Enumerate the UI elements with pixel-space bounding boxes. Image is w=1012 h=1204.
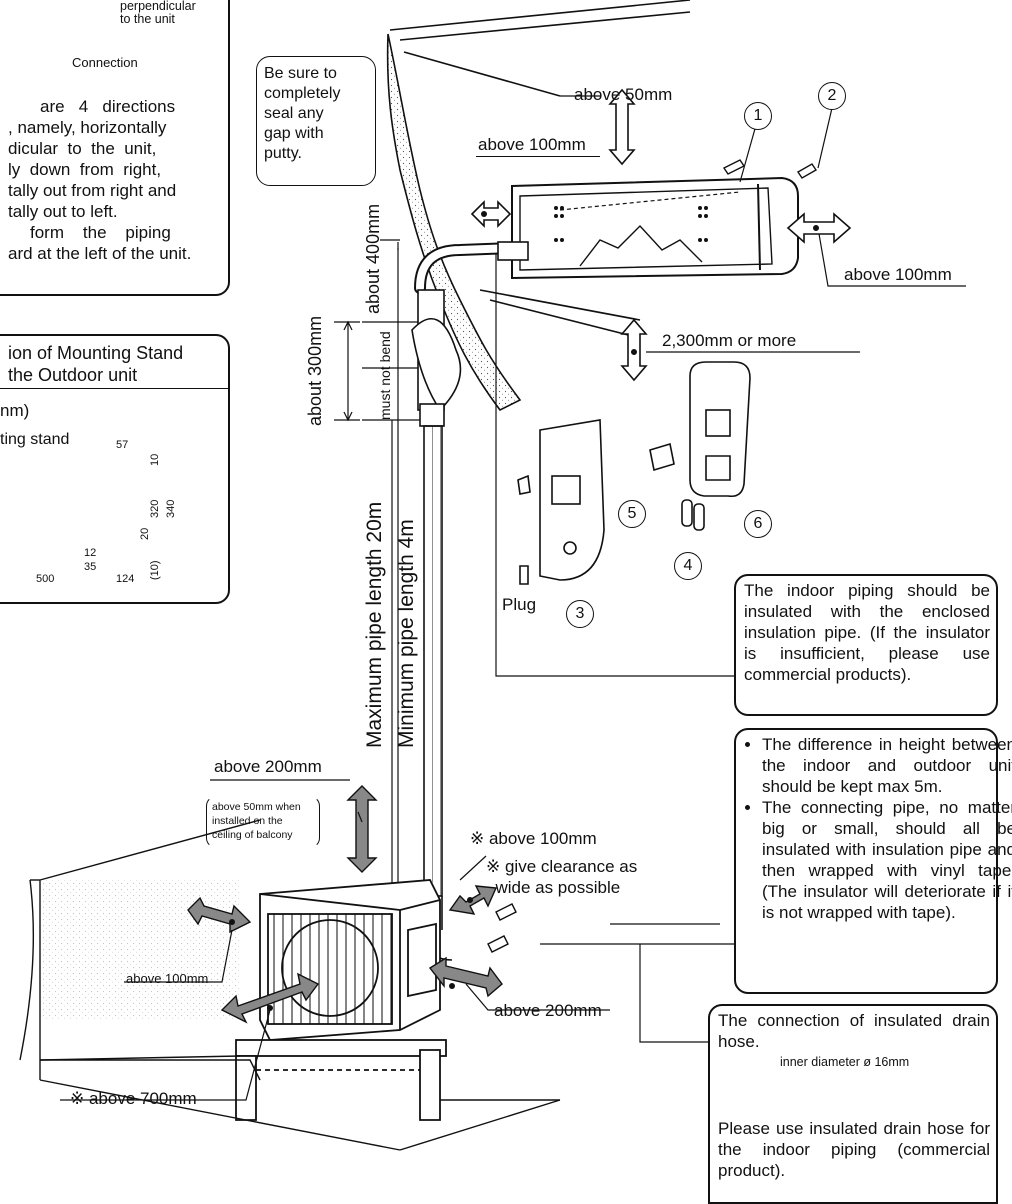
- note-height-difference: The difference in height between the ind…: [762, 734, 1012, 797]
- part-number-5: 5: [618, 500, 646, 528]
- outdoor-top-label: above 200mm: [214, 757, 322, 776]
- outdoor-right-label: ※ above 100mm: [470, 829, 597, 848]
- outdoor-wide-label: ※ give clearance as wide as possible: [486, 857, 638, 897]
- dim-10: 10: [149, 453, 161, 466]
- insulation-note: The indoor piping should be insulated wi…: [744, 581, 990, 684]
- mounting-stand-title: ion of Mounting Stand: [8, 343, 184, 363]
- wall: [386, 0, 691, 412]
- seal-note-box: [256, 56, 376, 186]
- mounting-stand-panel: [0, 334, 230, 604]
- insulation-note-box: [734, 574, 998, 716]
- dim-35: 35: [84, 561, 97, 573]
- about-300-label: about 300mm: [305, 315, 325, 426]
- note-connecting-pipe: The connecting pipe, no matter big or sm…: [762, 797, 1012, 923]
- balcony: [19, 819, 561, 1151]
- height-note-box: [734, 728, 998, 994]
- mounting-stand-unit: nm): [0, 401, 30, 420]
- outdoor-balcony-label: above 50mm when installed on the ceiling…: [212, 801, 301, 841]
- drain-note-title: The connection of insulated drain hose.: [718, 1011, 990, 1051]
- mounting-stand-subtitle: the Outdoor unit: [8, 365, 138, 385]
- directions-panel: [0, 0, 230, 296]
- clearance-right-label: above 100mm: [844, 265, 952, 284]
- piping: [411, 241, 529, 961]
- drain-note-body: Please use insulated drain hose for the …: [718, 1119, 990, 1180]
- dim-320: 320: [149, 499, 161, 518]
- perpendicular-label: perpendicular to the unit: [120, 0, 196, 26]
- dim-340: 340: [165, 499, 177, 518]
- outdoor-front-label: ※ above 700mm: [70, 1089, 197, 1108]
- dim-500: 500: [36, 573, 55, 585]
- outdoor-left-label: above 100mm: [126, 971, 209, 986]
- part-number-4: 4: [674, 552, 702, 580]
- outdoor-clearance-arrow-icon: [187, 785, 503, 1024]
- about-400-label: about 400mm: [363, 203, 383, 314]
- height-notes-list: The difference in height between the ind…: [738, 734, 1012, 923]
- dimension-lines: [334, 239, 420, 896]
- outdoor-unit: [235, 879, 447, 1121]
- leader-lines: [397, 95, 966, 1043]
- part-number-3: 3: [566, 600, 594, 628]
- must-not-bend-label: must not bend: [377, 331, 393, 420]
- part-number-6: 6: [744, 510, 772, 538]
- directions-text: are 4 directions , namely, horizontally …: [8, 97, 192, 263]
- dim-124: 124: [116, 573, 135, 585]
- dim-57: 57: [116, 439, 129, 451]
- drain-inner-diameter: inner diameter ø 16mm: [780, 1055, 910, 1069]
- dim-12: 12: [84, 547, 97, 559]
- dim-10-paren: (10): [149, 560, 161, 580]
- clearance-left-label: above 100mm: [478, 135, 586, 154]
- plug-label: Plug: [502, 595, 537, 614]
- mounting-stand-label: ting stand: [0, 431, 70, 448]
- clearance-top-label: above 50mm: [574, 85, 673, 104]
- part-number-2: 2: [818, 82, 846, 110]
- drain-note-box: [708, 1004, 998, 1204]
- max-pipe-length-label: Maximum pipe length 20m: [363, 501, 386, 748]
- connection-label: Connection: [72, 55, 138, 70]
- min-pipe-length-label: Minimum pipe length 4m: [395, 519, 418, 748]
- indoor-unit: [511, 176, 799, 280]
- clearance-floor-label: 2,300mm or more: [662, 331, 797, 350]
- dim-20: 20: [139, 527, 151, 540]
- outdoor-front-right-label: above 200mm: [494, 1001, 602, 1020]
- screw-icon: [722, 159, 817, 179]
- part-number-1: 1: [744, 102, 772, 130]
- seal-note: Be sure to completely seal any gap with …: [264, 65, 341, 162]
- remote-controller: [517, 361, 751, 585]
